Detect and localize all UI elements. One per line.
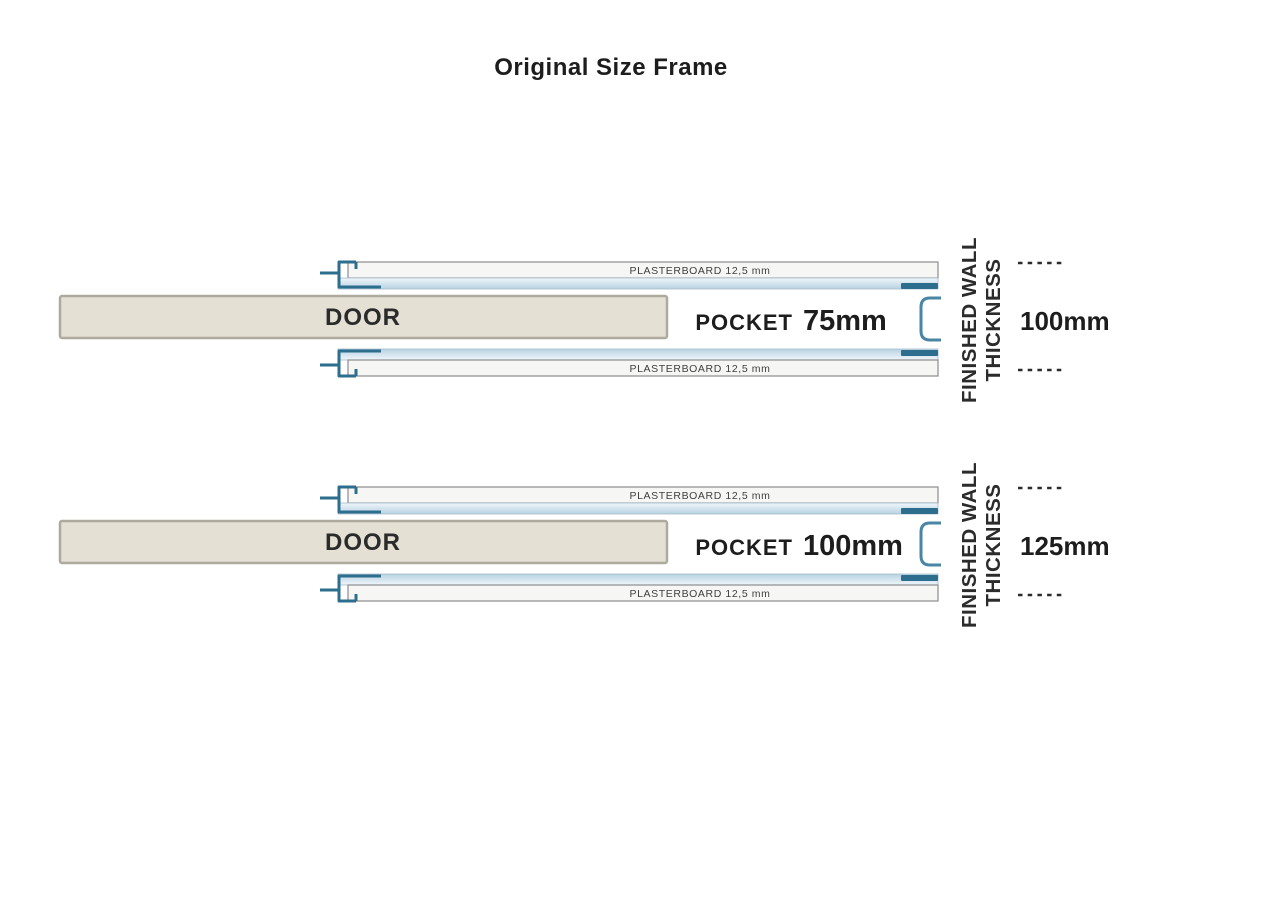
pocket-label: POCKET [695, 310, 793, 335]
page-title: Original Size Frame [494, 54, 728, 81]
pocket-size-value: 75mm [803, 305, 887, 337]
stud-track-bottom [337, 573, 939, 586]
plasterboard-strip-bottom [347, 359, 939, 377]
stud-track-bottom [337, 348, 939, 361]
finished-wall-label-line1: FINISHED WALL [958, 463, 981, 628]
plasterboard-label-bottom: PLASTERBOARD 12,5 mm [630, 588, 771, 600]
stud-track-top [337, 277, 939, 290]
track-end-cap-top [901, 508, 938, 514]
plasterboard-label-bottom: PLASTERBOARD 12,5 mm [630, 363, 771, 375]
wall-thickness-value: 100mm [1020, 306, 1110, 336]
frame-upright-top-icon [320, 260, 381, 289]
pocket-frame-diagram-100mm: PLASTERBOARD 12,5 mm DOOR POCKET 100mm P… [58, 463, 1110, 628]
door-label: DOOR [325, 529, 401, 556]
frame-upright-bottom-icon [320, 574, 381, 603]
plasterboard-label-top: PLASTERBOARD 12,5 mm [630, 265, 771, 277]
pocket-frame-diagram-75mm: PLASTERBOARD 12,5 mm DOOR POCKET 75mm PL… [58, 238, 1110, 403]
door-panel [58, 294, 669, 340]
track-end-cap-top [901, 283, 938, 289]
pocket-label: POCKET [695, 535, 793, 560]
door-label: DOOR [325, 304, 401, 331]
door-panel [58, 519, 669, 565]
finished-wall-label-line2: THICKNESS [982, 259, 1005, 382]
frame-upright-bottom-icon [320, 349, 381, 378]
plasterboard-strip-bottom [347, 584, 939, 602]
track-end-cap-bottom [901, 350, 938, 356]
finished-wall-label-line2: THICKNESS [982, 484, 1005, 607]
finished-wall-label-line1: FINISHED WALL [958, 238, 981, 403]
plasterboard-label-top: PLASTERBOARD 12,5 mm [630, 490, 771, 502]
frame-upright-top-icon [320, 485, 381, 514]
pocket-size-value: 100mm [803, 530, 903, 562]
track-end-cap-bottom [901, 575, 938, 581]
wall-thickness-value: 125mm [1020, 531, 1110, 561]
closing-jamb-icon [919, 296, 941, 342]
closing-jamb-icon [919, 521, 941, 567]
stud-track-top [337, 502, 939, 515]
